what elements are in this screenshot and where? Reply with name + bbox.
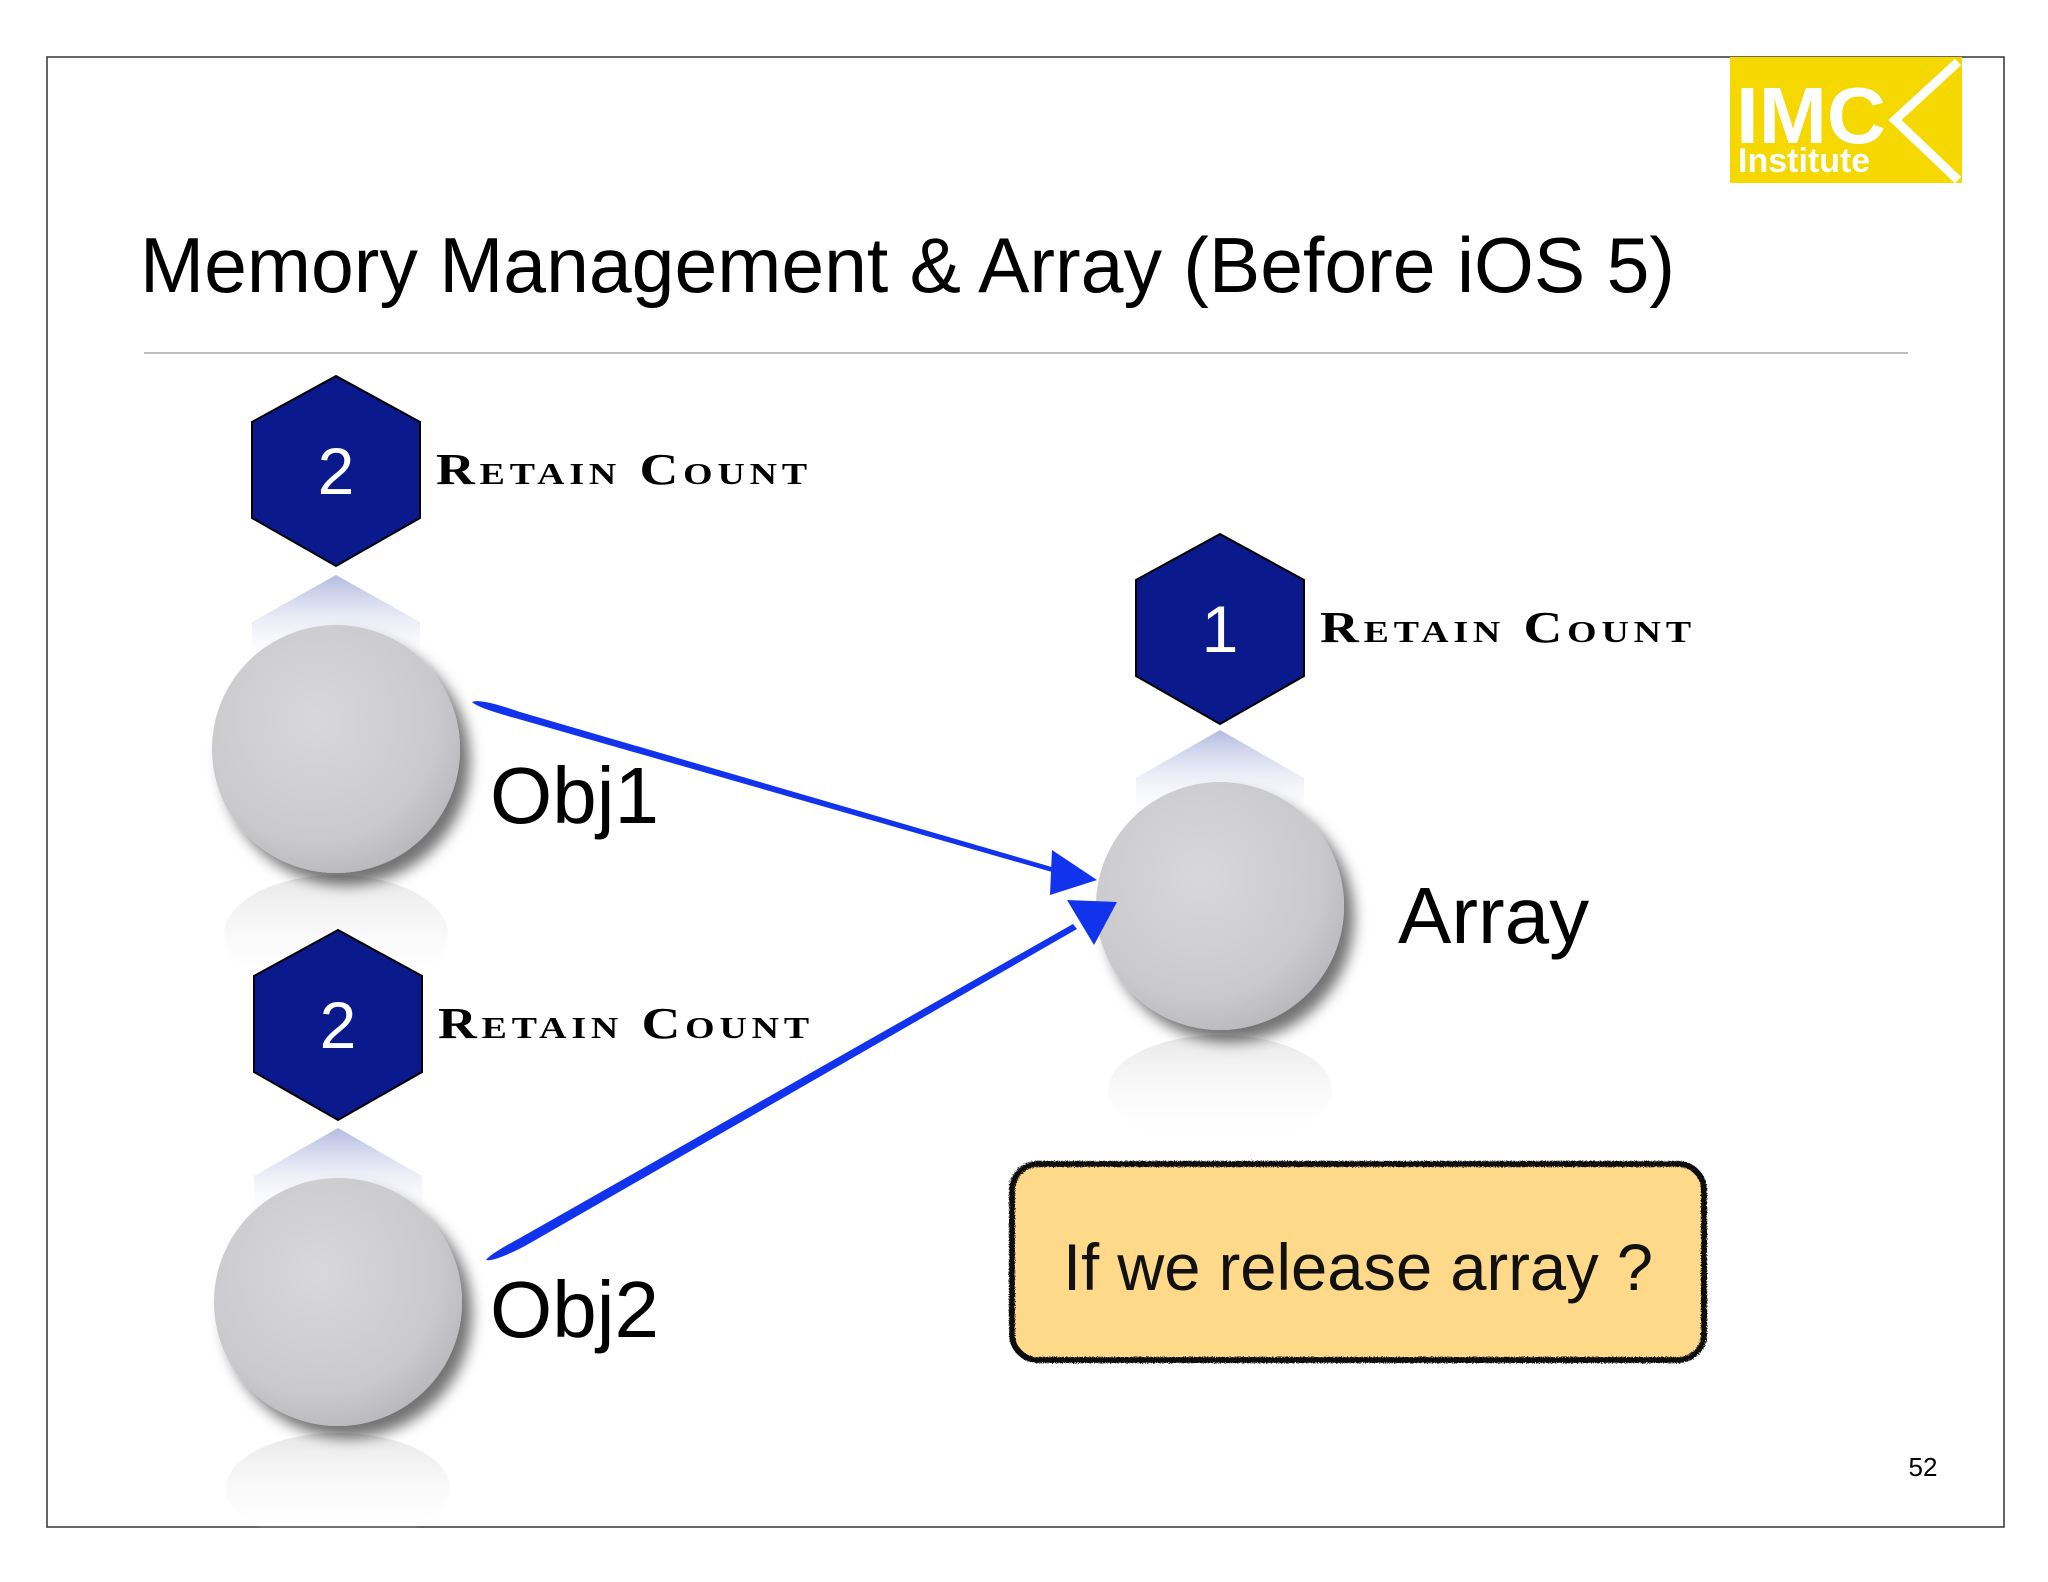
arrow-obj1-to-array: [472, 701, 1055, 872]
circle-reflection: [226, 1433, 450, 1543]
slide-title: Memory Management & Array (Before iOS 5): [140, 221, 1675, 309]
object-circle: [1096, 782, 1344, 1030]
arrowhead-obj1: [1050, 850, 1097, 895]
imc-institute-logo: IMC Institute: [1730, 57, 1962, 184]
object-node-obj2: 2 Retain Count Obj2: [214, 928, 814, 1543]
page-number: 52: [1909, 1452, 1938, 1482]
object-circle: [212, 625, 460, 873]
retain-count-label: Retain Count: [1320, 603, 1696, 652]
retain-count-label: Retain Count: [438, 999, 814, 1048]
object-label: Obj1: [490, 751, 659, 840]
logo-sub-text: Institute: [1738, 142, 1870, 180]
retain-count-value: 2: [320, 988, 357, 1062]
arrow-obj2-to-array: [486, 924, 1077, 1261]
retain-count-label: Retain Count: [436, 445, 812, 494]
release-question-callout: If we release array ?: [1009, 1161, 1707, 1363]
callout-text: If we release array ?: [1063, 1230, 1653, 1304]
object-circle: [214, 1178, 462, 1426]
arrowhead-obj2: [1067, 900, 1117, 945]
reference-arrows: [472, 701, 1117, 1261]
retain-count-hexagon: [253, 928, 423, 1122]
object-node-array: 1 Retain Count Array: [1096, 532, 1696, 1145]
retain-count-value: 2: [318, 434, 355, 508]
retain-count-hexagon: [1135, 532, 1305, 726]
retain-count-value: 1: [1202, 592, 1239, 666]
logo-main-text: IMC: [1736, 71, 1886, 160]
retain-count-hexagon: [251, 374, 421, 568]
circle-reflection: [1108, 1035, 1332, 1145]
object-label: Obj2: [490, 1265, 659, 1354]
callout-box: [1009, 1161, 1707, 1363]
object-label: Array: [1398, 871, 1589, 960]
